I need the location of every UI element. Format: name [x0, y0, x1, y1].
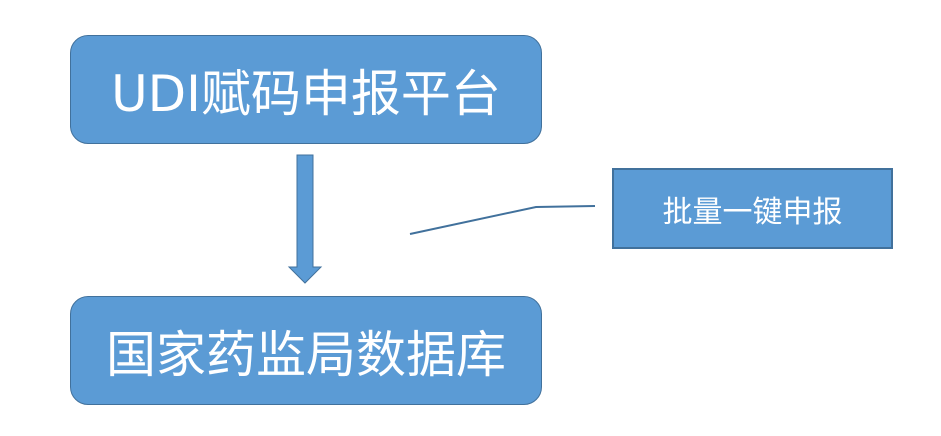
nmpa-database-node: 国家药监局数据库 — [70, 296, 542, 405]
udi-platform-label: UDI赋码申报平台 — [111, 64, 501, 123]
udi-platform-node: UDI赋码申报平台 — [70, 35, 542, 144]
down-arrow — [287, 154, 323, 284]
nmpa-database-label: 国家药监局数据库 — [106, 325, 506, 384]
batch-submit-label: 批量一键申报 — [662, 194, 843, 230]
callout-leader-line — [409, 205, 596, 235]
batch-submit-callout: 批量一键申报 — [612, 168, 893, 249]
